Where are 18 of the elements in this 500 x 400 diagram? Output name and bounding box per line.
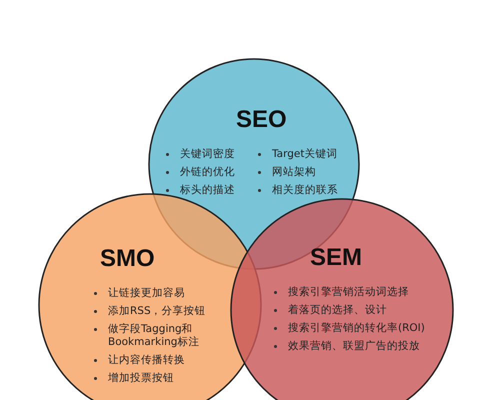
bullet-item: 效果营销、联盟广告的投放 [288, 340, 421, 353]
bullet-item: 增加投票按钮 [108, 372, 175, 385]
bullet-item: 搜索引擎营销的转化率(ROI) [288, 322, 426, 335]
bullet-item: 做字段Tagging和Bookmarking标注 [108, 323, 200, 349]
bullet-item: 外链的优化 [180, 166, 236, 179]
bullet-item: 添加RSS，分享按钮 [108, 305, 207, 318]
bullet-item: 标头的描述 [180, 184, 236, 197]
circle-heading: SMO [100, 245, 155, 273]
bullet-item: 让链接更加容易 [108, 287, 186, 300]
bullet-item: 网站架构 [272, 166, 317, 179]
bullet-item: Target关键词 [272, 148, 338, 161]
circle-heading: SEM [310, 244, 362, 272]
bullet-item: 相关度的联系 [272, 184, 339, 197]
bullet-item: 着落页的选择、设计 [288, 304, 388, 317]
bullet-item: 让内容传播转换 [108, 354, 186, 367]
bullet-item: 关键词密度 [180, 148, 236, 161]
circle-heading: SEO [236, 106, 287, 134]
bullet-item: 搜索引擎营销活动词选择 [288, 286, 410, 299]
